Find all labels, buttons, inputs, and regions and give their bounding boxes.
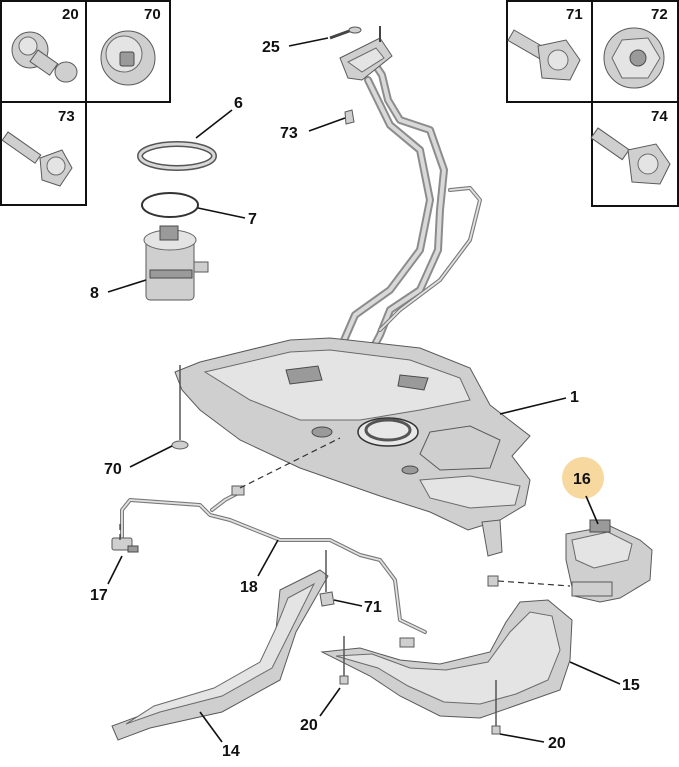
box-label-73: 73 xyxy=(58,108,75,125)
heat-shield-15 xyxy=(320,599,573,719)
heat-shield-14 xyxy=(111,569,329,741)
callout-16: 16 xyxy=(573,471,591,488)
callout-20-right: 20 xyxy=(548,735,566,752)
bolt-20-right xyxy=(491,680,501,735)
callout-70: 70 xyxy=(104,461,122,478)
box-label-74: 74 xyxy=(651,108,668,125)
bolt-74-part xyxy=(590,127,671,185)
fuel-pump-module-8 xyxy=(143,225,209,301)
filler-neck-pipe xyxy=(338,37,482,354)
box-label-20: 20 xyxy=(62,6,79,23)
bolt-71-part xyxy=(507,29,581,81)
callout-18: 18 xyxy=(240,579,258,596)
fuel-tank-1 xyxy=(174,337,531,557)
callout-25: 25 xyxy=(262,39,280,56)
detail-box-72: 72 xyxy=(591,0,679,103)
callout-1: 1 xyxy=(570,389,579,406)
callout-14: 14 xyxy=(222,743,240,760)
callout-8: 8 xyxy=(90,285,99,302)
callout-73: 73 xyxy=(280,125,298,142)
bolt-20-left xyxy=(339,636,349,685)
callout-6: 6 xyxy=(234,95,243,112)
bolt-71-bracket xyxy=(319,550,335,607)
callout-20-left: 20 xyxy=(300,717,318,734)
detail-box-71: 71 xyxy=(506,0,593,103)
flange-nut-72-part xyxy=(603,27,665,89)
callout-17: 17 xyxy=(90,587,108,604)
connector-17 xyxy=(111,537,139,553)
washer-70-part xyxy=(100,30,156,86)
detail-box-73: 73 xyxy=(0,101,87,206)
lock-ring-6 xyxy=(137,141,217,171)
detail-box-74: 74 xyxy=(590,101,679,207)
bolt-20-part xyxy=(11,31,78,83)
box-label-70: 70 xyxy=(144,6,161,23)
fuel-line-end-connector xyxy=(231,485,415,648)
box-label-72: 72 xyxy=(651,6,668,23)
bolt-73-part xyxy=(1,131,73,187)
filler-cap-25 xyxy=(329,26,381,42)
screw-73-filler xyxy=(344,109,355,125)
seal-ring-7 xyxy=(141,192,199,218)
leader-lines xyxy=(107,37,621,743)
callout-71: 71 xyxy=(364,599,382,616)
callout-15: 15 xyxy=(622,677,640,694)
detail-box-70: 70 xyxy=(85,0,171,103)
box-label-71: 71 xyxy=(566,6,583,23)
detail-box-20: 20 xyxy=(0,0,87,103)
unit-16-fastener xyxy=(487,575,571,587)
highlight-16-badge xyxy=(562,457,604,499)
assembly-line-pump xyxy=(239,437,341,489)
fuel-pump-control-unit-16 xyxy=(565,519,653,603)
washer-70-tank xyxy=(171,365,189,450)
callout-7: 7 xyxy=(248,211,257,228)
